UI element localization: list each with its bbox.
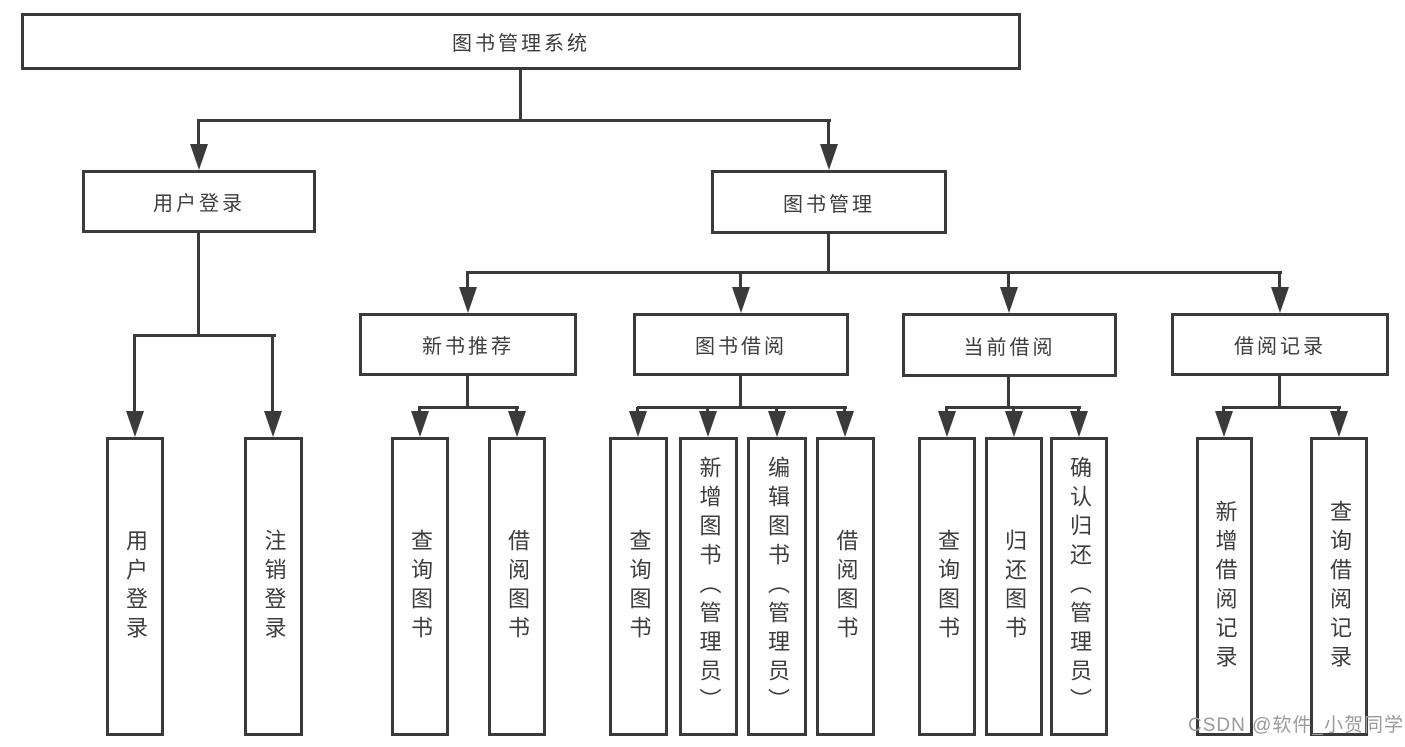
- leaf-bb-query-book: 查询图书: [609, 437, 668, 736]
- node-book-management-label: 图书管理: [783, 193, 875, 216]
- connector-level2-branch: [197, 119, 831, 122]
- leaf-logout-label: 注销登录: [261, 528, 287, 645]
- node-borrow-record-label: 借阅记录: [1234, 336, 1326, 358]
- arrow-to-current-borrow: [1000, 272, 1018, 313]
- leaf-bb-borrow-book-label: 借阅图书: [833, 528, 859, 645]
- arrow-to-borrow-record: [1271, 272, 1289, 313]
- connector-book-borrow-branch: [637, 406, 847, 409]
- connector-book-management-stem: [827, 234, 830, 272]
- arrow-to-new-book-recommend: [459, 272, 477, 313]
- connector-level3-branch: [466, 271, 1282, 274]
- node-book-management: 图书管理: [711, 170, 947, 234]
- arrow-to-leaf-user-login: [126, 335, 144, 437]
- arrow-to-cb-confirm-return: [1070, 407, 1088, 437]
- arrow-to-book-borrow: [732, 272, 750, 313]
- arrow-to-bb-edit-book: [768, 407, 786, 437]
- connector-book-borrow-stem: [739, 376, 742, 407]
- node-user-login-label: 用户登录: [153, 193, 245, 215]
- connector-root-stem: [519, 70, 522, 120]
- connector-new-book-branch: [418, 406, 519, 409]
- node-book-borrow: 图书借阅: [633, 313, 849, 376]
- connector-user-login-branch: [133, 334, 276, 337]
- leaf-nb-query-book-label: 查询图书: [408, 528, 433, 645]
- leaf-bb-edit-book: 编辑图书（管理员）: [747, 437, 807, 736]
- connector-borrow-record-branch: [1222, 406, 1341, 409]
- leaf-bb-add-book-label: 新增图书（管理员）: [696, 456, 722, 717]
- arrow-to-bb-query-book: [629, 407, 647, 437]
- node-borrow-record: 借阅记录: [1171, 313, 1389, 376]
- leaf-cb-confirm-return: 确认归还（管理员）: [1050, 437, 1108, 736]
- csdn-watermark: CSDN @软件_小贺同学: [1188, 715, 1404, 736]
- leaf-nb-borrow-book: 借阅图书: [488, 437, 546, 736]
- connector-current-borrow-stem: [1007, 377, 1010, 407]
- leaf-bb-edit-book-label: 编辑图书（管理员）: [765, 456, 790, 717]
- leaf-cb-return-book: 归还图书: [985, 437, 1043, 736]
- leaf-br-add-record: 新增借阅记录: [1196, 437, 1253, 736]
- leaf-bb-query-book-label: 查询图书: [626, 528, 652, 645]
- arrow-to-nb-borrow-book: [508, 407, 526, 437]
- leaf-cb-confirm-return-label: 确认归还（管理员）: [1067, 456, 1092, 717]
- leaf-bb-borrow-book: 借阅图书: [816, 437, 875, 736]
- connector-user-login-stem: [197, 233, 200, 335]
- leaf-logout: 注销登录: [244, 437, 303, 736]
- arrow-to-bb-add-book: [699, 407, 717, 437]
- arrow-to-nb-query-book: [411, 407, 429, 437]
- leaf-nb-query-book: 查询图书: [391, 437, 449, 736]
- leaf-user-login: 用户登录: [106, 437, 164, 736]
- node-current-borrow: 当前借阅: [902, 313, 1117, 377]
- connector-new-book-stem: [466, 376, 469, 407]
- leaf-nb-borrow-book-label: 借阅图书: [505, 528, 530, 645]
- leaf-br-add-record-label: 新增借阅记录: [1212, 499, 1238, 674]
- leaf-cb-return-book-label: 归还图书: [1002, 528, 1027, 645]
- leaf-cb-query-book: 查询图书: [918, 437, 976, 736]
- leaf-cb-query-book-label: 查询图书: [935, 528, 960, 645]
- arrow-to-br-query-record: [1330, 407, 1348, 437]
- leaf-user-login-label: 用户登录: [123, 528, 148, 645]
- arrow-to-bb-borrow-book: [836, 407, 854, 437]
- arrow-to-book-management: [820, 120, 838, 170]
- leaf-bb-add-book: 新增图书（管理员）: [679, 437, 738, 736]
- leaf-br-query-record-label: 查询借阅记录: [1327, 499, 1352, 674]
- node-root-label: 图书管理系统: [452, 33, 590, 55]
- arrow-to-br-add-record: [1215, 407, 1233, 437]
- node-user-login: 用户登录: [82, 170, 316, 233]
- node-new-book-recommend: 新书推荐: [359, 313, 577, 376]
- arrow-to-cb-return-book: [1005, 407, 1023, 437]
- node-root: 图书管理系统: [21, 13, 1021, 70]
- connector-borrow-record-stem: [1278, 376, 1281, 407]
- node-current-borrow-label: 当前借阅: [963, 336, 1056, 359]
- arrow-to-user-login: [190, 120, 208, 170]
- arrow-to-leaf-logout: [264, 335, 282, 437]
- node-book-borrow-label: 图书借阅: [695, 336, 787, 358]
- arrow-to-cb-query-book: [938, 407, 956, 437]
- node-new-book-recommend-label: 新书推荐: [422, 336, 514, 358]
- leaf-br-query-record: 查询借阅记录: [1310, 437, 1368, 736]
